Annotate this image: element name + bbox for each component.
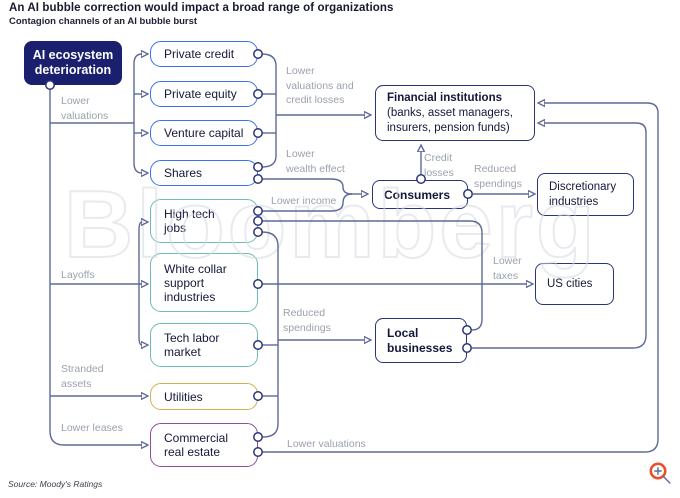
edge-collector-credit bbox=[261, 53, 277, 168]
port-consumers-top bbox=[416, 174, 426, 184]
label-lower-wealth-effect: Lower wealth effect bbox=[286, 148, 345, 175]
edge-lower-leases bbox=[49, 89, 142, 445]
port-white-collar bbox=[253, 279, 263, 289]
node-tech-labor-market: Tech labor market bbox=[150, 323, 258, 367]
label-lower-valuations-credit-losses: Lower valuations and credit losses bbox=[286, 65, 354, 106]
port-local-businesses-2 bbox=[462, 343, 472, 353]
port-high-tech-2 bbox=[253, 216, 263, 226]
port-high-tech-1 bbox=[253, 206, 263, 216]
trunk-and-branches bbox=[49, 54, 142, 445]
markets-to-financial-institutions bbox=[261, 53, 365, 168]
edge-to-tech-labor bbox=[138, 284, 142, 345]
label-stranded-assets: Stranded assets bbox=[61, 363, 104, 390]
port-commercial-re-2 bbox=[253, 447, 263, 457]
edge-to-high-tech-jobs bbox=[138, 222, 142, 284]
connector-ports bbox=[45, 49, 473, 457]
port-local-businesses-1 bbox=[462, 325, 472, 335]
port-shares-1 bbox=[253, 162, 263, 172]
label-credit-losses: Credit losses bbox=[424, 152, 454, 179]
edge-lower-wealth-effect bbox=[262, 178, 353, 195]
node-discretionary-industries: Discretionary industries bbox=[537, 173, 634, 216]
label-reduced-spendings-local: Reduced spendings bbox=[283, 307, 331, 334]
port-private-equity bbox=[253, 89, 263, 99]
node-commercial-real-estate: Commercial real estate bbox=[150, 423, 258, 467]
page-subtitle: Contagion channels of an AI bubble burst bbox=[9, 16, 198, 27]
edge-local-businesses-to-financial-institutions bbox=[472, 123, 647, 349]
edge-to-private-credit bbox=[133, 54, 142, 123]
node-white-collar-support: White collar support industries bbox=[150, 253, 258, 312]
port-private-credit bbox=[253, 49, 263, 59]
label-lower-income: Lower income bbox=[271, 195, 337, 207]
node-us-cities: US cities bbox=[535, 263, 614, 305]
port-utilities bbox=[253, 391, 263, 401]
port-consumers-right bbox=[463, 189, 473, 199]
label-reduced-spendings-consumers: Reduced spendings bbox=[474, 163, 522, 190]
label-lower-taxes: Lower taxes bbox=[493, 255, 522, 282]
port-tech-labor bbox=[253, 340, 263, 350]
node-ai-ecosystem-deterioration: AI ecosystem deterioration bbox=[24, 41, 122, 85]
wraparound-paths bbox=[262, 103, 659, 453]
edge-collector-spendings bbox=[261, 231, 279, 438]
label-layoffs: Layoffs bbox=[61, 269, 95, 281]
zoom-in-icon[interactable] bbox=[649, 462, 671, 484]
node-private-equity: Private equity bbox=[150, 81, 258, 107]
jobs-and-assets-paths bbox=[261, 220, 527, 438]
label-lower-valuations: Lower valuations bbox=[61, 95, 109, 122]
port-ai-ecosystem bbox=[45, 80, 55, 90]
page-title: An AI bubble correction would impact a b… bbox=[9, 2, 394, 14]
financial-institutions-subtext: (banks, asset managers, insurers, pensio… bbox=[387, 106, 513, 134]
edge-real-estate-to-financial-institutions bbox=[262, 103, 659, 453]
edge-high-tech-to-local-businesses bbox=[262, 220, 483, 331]
edge-lower-income bbox=[262, 193, 353, 212]
wealth-income-to-consumers bbox=[262, 178, 362, 212]
node-financial-institutions: Financial institutions (banks, asset man… bbox=[375, 85, 535, 141]
label-lower-valuations-re: Lower valuations bbox=[287, 438, 366, 450]
node-local-businesses: Local businesses bbox=[375, 318, 467, 363]
node-high-tech-jobs: High tech jobs bbox=[150, 199, 258, 243]
source-note: Source: Moody's Ratings bbox=[8, 479, 103, 489]
node-shares: Shares bbox=[150, 160, 258, 186]
port-high-tech-3 bbox=[253, 227, 263, 237]
label-lower-leases: Lower leases bbox=[61, 422, 123, 434]
port-commercial-re-1 bbox=[253, 432, 263, 442]
node-venture-capital: Venture capital bbox=[150, 120, 258, 146]
financial-institutions-title: Financial institutions bbox=[387, 91, 503, 104]
port-venture-capital bbox=[253, 128, 263, 138]
node-private-credit: Private credit bbox=[150, 41, 258, 67]
edge-to-shares bbox=[133, 123, 142, 173]
port-shares-2 bbox=[253, 174, 263, 184]
